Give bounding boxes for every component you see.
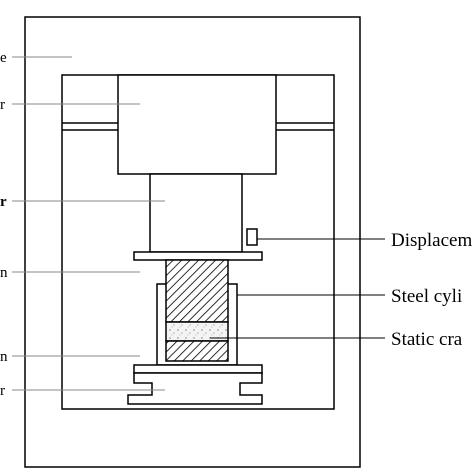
label-static-crack: Static cra [391, 329, 463, 350]
displacement-sensor [246, 228, 258, 246]
piston [149, 173, 243, 253]
label-frame: e [0, 50, 7, 66]
label-steel-cylinder: Steel cyli [391, 286, 462, 307]
specimen-lower [165, 340, 229, 362]
label-upper-plate: n [0, 265, 8, 281]
label-displacement: Displacem [391, 230, 472, 251]
label-lower-plate: n [0, 349, 8, 365]
label-base: r [0, 383, 5, 399]
upper-loading-plate [133, 251, 263, 261]
label-cylinder: r [0, 97, 5, 113]
hydraulic-cylinder [117, 74, 277, 175]
specimen-upper [165, 259, 229, 323]
lower-loading-plate [133, 364, 263, 374]
label-piston: r [0, 194, 7, 210]
base [127, 372, 263, 405]
